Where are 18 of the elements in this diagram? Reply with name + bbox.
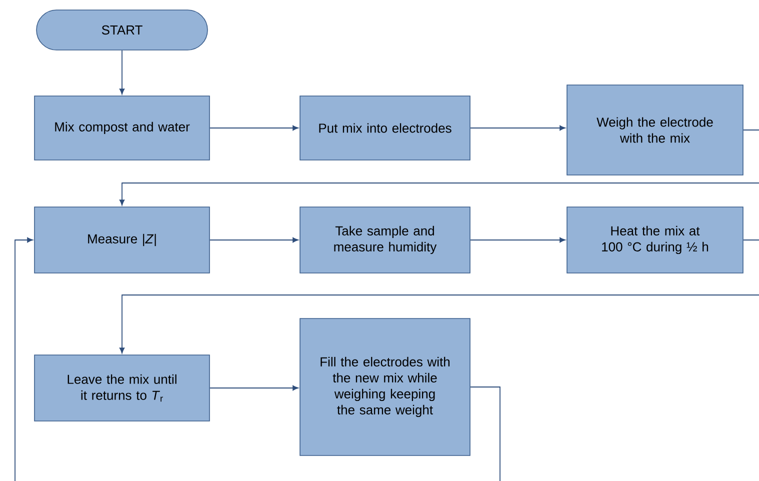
arrow — [209, 237, 298, 243]
arrow — [14, 237, 33, 481]
process-box: Heat the mix at 100 °C during ½ h — [566, 206, 744, 274]
arrow — [209, 385, 298, 391]
arrow — [119, 50, 125, 94]
process-box: Fill the electrodes with the new mix while weighing keeping the same weight — [300, 318, 470, 456]
start-terminal: START — [36, 10, 208, 50]
process-box: Put mix into electrodes — [300, 96, 470, 160]
arrow — [470, 237, 566, 243]
process-box: Mix compost and water — [34, 96, 210, 160]
process-box: Take sample and measure humidity — [300, 206, 470, 274]
arrow — [470, 125, 566, 131]
process-box: Measure |Z| — [34, 206, 210, 274]
arrow — [209, 125, 298, 131]
arrow — [119, 130, 759, 206]
arrow — [119, 240, 759, 354]
process-box: Leave the mix until it returns to T$_{r}$ — [34, 354, 210, 422]
process-box: Weigh the electrode with the mix — [566, 84, 744, 176]
